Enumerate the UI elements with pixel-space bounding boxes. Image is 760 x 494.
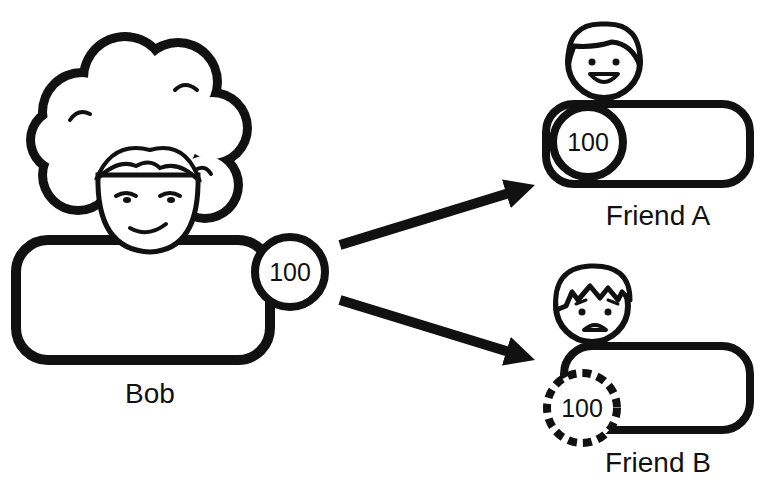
arrow-connector <box>340 191 514 245</box>
bob-face <box>96 148 200 252</box>
friend-a-head <box>568 24 640 98</box>
person-name: Bob <box>125 378 175 410</box>
person-name: Friend A <box>606 200 710 232</box>
person-bob: Bob 100 <box>5 30 340 422</box>
person-friend-a: Friend A 100 <box>535 20 758 242</box>
friend-a-body <box>546 104 750 184</box>
arrow-connector <box>340 300 514 354</box>
person-name: Friend B <box>605 447 711 479</box>
coin-missing: 100 <box>542 368 622 448</box>
coin-amount: 100 <box>567 128 609 157</box>
bob-body <box>16 240 270 360</box>
person-friend-b: Friend B100 <box>535 265 758 490</box>
coin-amount: 100 <box>561 394 603 423</box>
friend-b-head <box>556 266 630 342</box>
coin: 100 <box>548 102 628 182</box>
coin: 100 <box>250 232 330 312</box>
coin-amount: 100 <box>269 258 311 287</box>
